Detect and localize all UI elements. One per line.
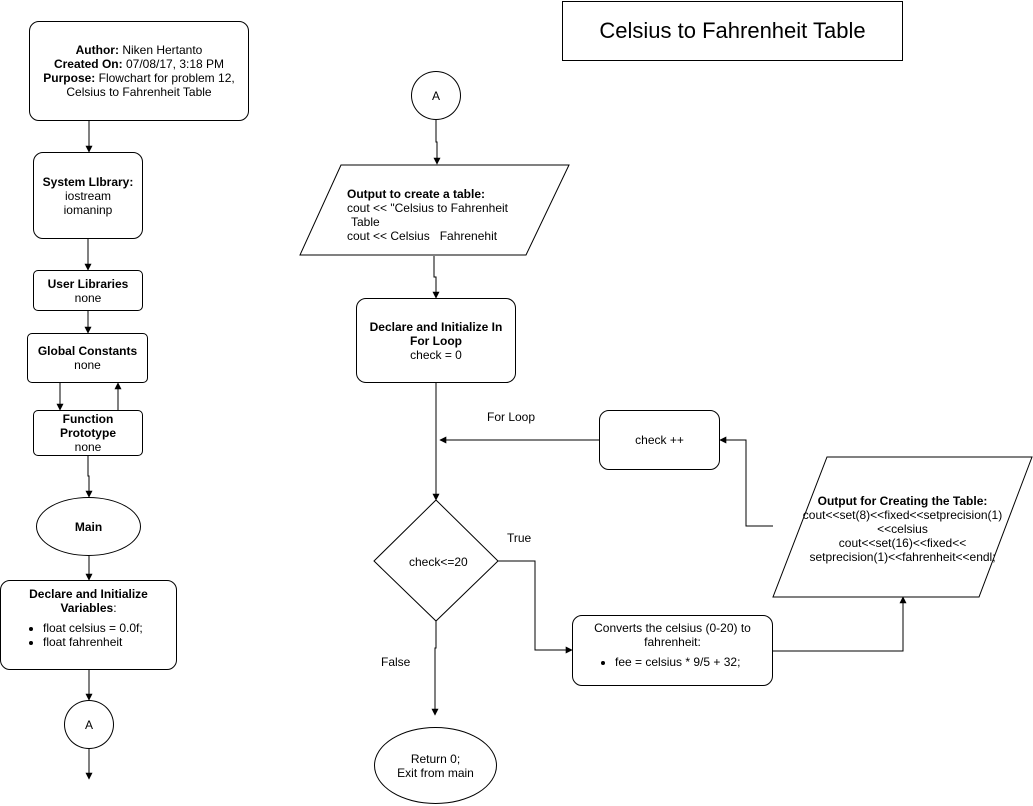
- author-label: Author:: [75, 43, 119, 57]
- system-library-title: System LIbrary:: [42, 174, 134, 189]
- output-table-line: cout << Celsius Fahrenehit: [347, 229, 498, 243]
- header-info-box: Author: Niken Hertanto Created On: 07/08…: [29, 21, 249, 121]
- page-title-text: Celsius to Fahrenheit Table: [599, 18, 866, 43]
- main-label: Main: [74, 519, 103, 534]
- output-table-title: Output to create a table:: [347, 187, 486, 201]
- offpage-connector-top: A: [411, 71, 461, 120]
- connector-label: A: [431, 88, 440, 103]
- system-library-item: iostream: [64, 188, 111, 203]
- arrow-connector-to-output: [433, 120, 441, 165]
- output-table-line: Table: [351, 215, 380, 229]
- global-constants-box: Global Constants none: [27, 333, 148, 383]
- purpose-label: Purpose:: [43, 71, 96, 85]
- function-prototype-title: Prototype: [59, 426, 116, 440]
- main-terminal: Main: [36, 497, 141, 556]
- output-creating-line: cout<<set(16)<<fixed<<: [838, 536, 967, 550]
- global-constants-title: Global Constants: [37, 344, 138, 358]
- arrow-output-creating-to-increment: [719, 436, 773, 527]
- function-prototype-box: Function Prototype none: [33, 410, 143, 456]
- arrow-output-to-declare-loop: [432, 256, 440, 299]
- user-libraries-value: none: [74, 290, 102, 305]
- output-table-parallelogram: [299, 164, 570, 256]
- output-creating-line: setprecision(1)<<fahrenheit<<endl;: [809, 550, 996, 564]
- output-creating-line: cout<<set(8)<<fixed<<setprecision(1): [802, 508, 1003, 522]
- offpage-connector-left: A: [64, 700, 114, 749]
- converts-box: Converts the celsius (0-20) to fahrenhei…: [572, 615, 773, 686]
- converts-list: fee = celsius * 9/5 + 32;: [593, 655, 740, 669]
- output-table-line: cout << "Celsius to Fahrenheit: [347, 201, 509, 215]
- declare-variables-colon: :: [113, 601, 117, 615]
- converts-line: Converts the celsius (0-20) to: [594, 621, 751, 635]
- arrow-decision-false-to-return: [431, 621, 439, 716]
- declare-variables-box: Declare and Initialize Variables: float …: [0, 580, 177, 670]
- list-item: float fahrenheit: [43, 635, 143, 649]
- created-label: Created On:: [53, 57, 123, 71]
- declare-loop-title: Declare and Initialize In: [369, 319, 503, 334]
- function-prototype-value: none: [74, 440, 102, 454]
- declare-loop-box: Declare and Initialize In For Loop check…: [356, 298, 516, 383]
- list-item: fee = celsius * 9/5 + 32;: [615, 655, 740, 669]
- function-prototype-title: Function: [62, 412, 114, 426]
- arrow-prototype-to-main: [85, 456, 93, 498]
- purpose-line2: Celsius to Fahrenheit Table: [66, 85, 212, 99]
- declare-variables-title: Declare and Initialize: [29, 587, 148, 601]
- converts-line: fahrenheit:: [644, 635, 701, 649]
- declare-variables-list: float celsius = 0.0f; float fahrenheit: [21, 621, 143, 649]
- global-constants-value: none: [74, 358, 101, 372]
- return-line: Return 0;: [410, 751, 461, 766]
- return-line: Exit from main: [397, 765, 474, 780]
- connector-label: A: [84, 717, 93, 732]
- arrow-decision-true-to-converts: [498, 560, 573, 654]
- system-library-box: System LIbrary: iostream iomaninp: [33, 152, 143, 239]
- output-creating-text: Output for Creating the Table: cout<<set…: [800, 494, 1005, 564]
- list-item: float celsius = 0.0f;: [43, 621, 143, 635]
- user-libraries-title: User Libraries: [47, 276, 129, 291]
- system-library-item: iomaninp: [63, 202, 113, 217]
- created-value: 07/08/17, 3:18 PM: [125, 57, 225, 71]
- decision-text: check<=20: [409, 555, 468, 569]
- increment-box: check ++: [599, 410, 720, 470]
- user-libraries-box: User Libraries none: [33, 270, 143, 311]
- output-creating-title: Output for Creating the Table:: [817, 494, 988, 508]
- increment-label: check ++: [635, 433, 684, 447]
- for-loop-label: For Loop: [487, 410, 536, 424]
- declare-loop-title: For Loop: [410, 333, 462, 348]
- output-creating-line: <<celsius: [877, 522, 928, 536]
- true-label: True: [507, 531, 532, 545]
- false-label: False: [381, 655, 411, 669]
- page-title: Celsius to Fahrenheit Table: [562, 1, 903, 61]
- declare-loop-value: check = 0: [410, 347, 462, 362]
- return-terminal: Return 0; Exit from main: [374, 727, 497, 804]
- arrow-converts-to-output-creating: [772, 596, 907, 652]
- decision-diamond: [373, 499, 499, 622]
- output-creating-parallelogram: [772, 456, 1033, 598]
- purpose-line1: Flowchart for problem 12,: [98, 71, 235, 85]
- output-table-text: Output to create a table: cout << "Celsi…: [347, 187, 508, 243]
- declare-variables-title: Variables: [60, 601, 114, 615]
- author-value: Niken Hertanto: [122, 43, 203, 57]
